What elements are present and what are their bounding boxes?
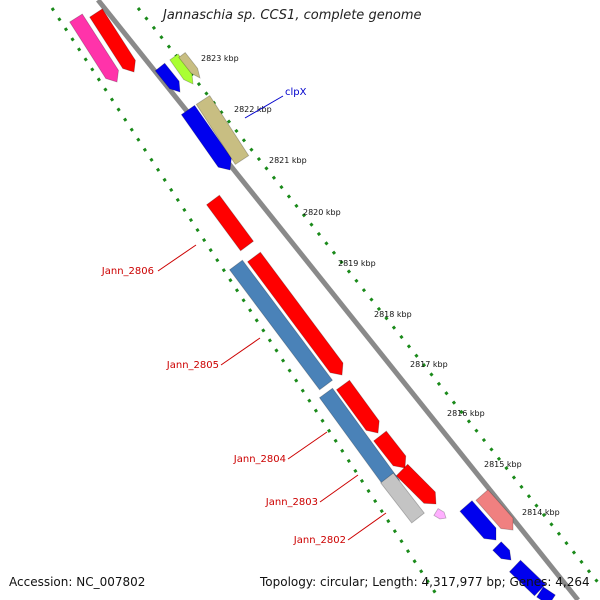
gene-label-leader bbox=[287, 431, 328, 460]
gene-label-leader bbox=[244, 95, 284, 119]
scale-label: 2821 kbp bbox=[269, 156, 307, 165]
gene-arrow[interactable] bbox=[69, 13, 119, 83]
scale-label: 2819 kbp bbox=[338, 259, 376, 268]
gene-arrow[interactable] bbox=[180, 104, 232, 171]
scale-label: 2822 kbp bbox=[234, 105, 272, 114]
gene-arrow[interactable] bbox=[508, 559, 547, 597]
gene-features bbox=[69, 8, 556, 600]
scale-label: 2817 kbp bbox=[410, 360, 448, 369]
genome-backbone bbox=[96, 0, 580, 600]
gene-arrow[interactable] bbox=[459, 500, 497, 541]
gene-arrow[interactable] bbox=[335, 379, 380, 434]
gene-arrow[interactable] bbox=[373, 430, 407, 469]
gene-arrow[interactable] bbox=[247, 251, 344, 376]
topology-summary: Topology: circular; Length: 4,317,977 bp… bbox=[260, 575, 590, 589]
gene-label[interactable]: Jann_2804 bbox=[233, 454, 286, 465]
gene-arrow[interactable] bbox=[395, 463, 437, 505]
scale-label: 2816 kbp bbox=[447, 409, 485, 418]
gene-arrow[interactable] bbox=[154, 62, 181, 93]
gene-label-leader bbox=[220, 337, 261, 366]
gene-arrow[interactable] bbox=[178, 51, 201, 79]
gene-labels: clpX Jann_2806Jann_2805Jann_2804Jann_2803… bbox=[101, 87, 387, 546]
gene-label-leader bbox=[157, 244, 197, 272]
gene-label[interactable]: Jann_2805 bbox=[166, 360, 219, 371]
gene-arrow[interactable] bbox=[433, 508, 447, 520]
gene-arrow[interactable] bbox=[206, 194, 254, 252]
gene-label-leader bbox=[319, 474, 359, 503]
accession-text: Accession: NC_007802 bbox=[9, 575, 146, 589]
scale-labels: 2823 kbp 2822 kbp 2821 kbp 2820 kbp 2819 kbp… bbox=[201, 54, 560, 517]
gene-label[interactable]: Jann_2806 bbox=[101, 266, 154, 277]
map-title: Jannaschia sp. CCS1, complete genome bbox=[163, 8, 422, 23]
scale-label: 2823 kbp bbox=[201, 54, 239, 63]
gene-arrow[interactable] bbox=[475, 489, 514, 531]
gene-label[interactable]: Jann_2802 bbox=[293, 535, 346, 546]
gene-arrow[interactable] bbox=[169, 53, 194, 85]
gene-arrow[interactable] bbox=[536, 586, 556, 600]
scale-label: 2814 kbp bbox=[522, 508, 560, 517]
gene-arrow[interactable] bbox=[380, 472, 425, 524]
tick-dot-line bbox=[136, 7, 600, 586]
gene-label[interactable]: Jann_2803 bbox=[265, 497, 318, 508]
gene-arrow[interactable] bbox=[492, 541, 512, 561]
tick-dot-line bbox=[50, 7, 442, 600]
tick-dot-lines bbox=[50, 7, 600, 600]
gene-arrow[interactable] bbox=[195, 95, 250, 165]
gene-arrow[interactable] bbox=[89, 8, 136, 73]
gene-label[interactable]: clpX bbox=[285, 87, 307, 98]
gene-label-leader bbox=[347, 512, 387, 541]
scale-label: 2818 kbp bbox=[374, 310, 412, 319]
scale-label: 2815 kbp bbox=[484, 460, 522, 469]
gene-arrow[interactable] bbox=[229, 259, 333, 391]
scale-label: 2820 kbp bbox=[303, 208, 341, 217]
